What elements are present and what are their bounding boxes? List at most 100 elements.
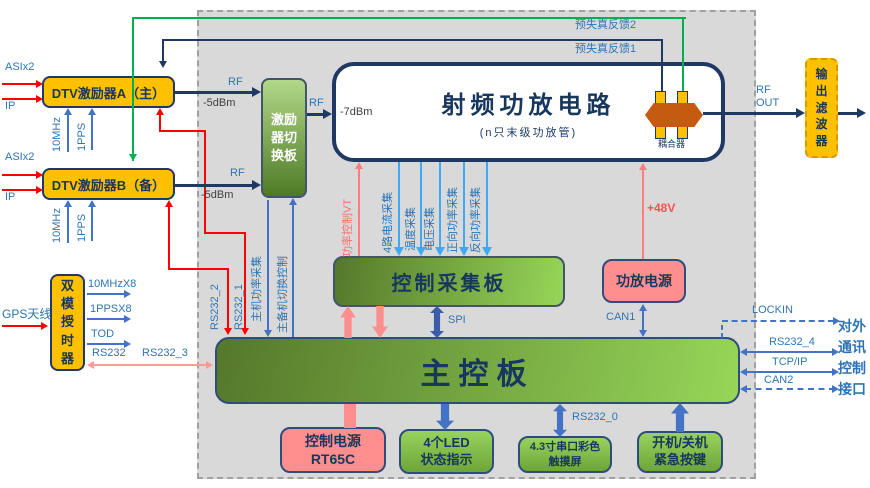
rs232-2-arrow-up <box>165 200 173 207</box>
power-btn-label-2: 紧急按键 <box>653 452 706 467</box>
feedback1-arrow <box>159 61 167 68</box>
feedback1-label: 预失真反馈1 <box>575 43 637 55</box>
amp-power-label: 功放电源 <box>616 273 672 289</box>
exciter-a-1pps-label: 1PPS <box>76 122 88 151</box>
coupler-tab-bl <box>655 126 666 139</box>
exciter-switch-board-label: 激励器切换板 <box>270 111 297 164</box>
exciter-a-asi-arrow <box>36 80 43 88</box>
acq-line-0 <box>398 162 400 248</box>
rs232-0-label: RS232_0 <box>572 411 618 423</box>
rs232-3-label: RS232_3 <box>142 347 188 359</box>
timing-rs232-label: RS232 <box>92 347 126 359</box>
rf-sw-out-label: RF <box>309 97 324 109</box>
ctrl-power-box: 控制电源 RT65C <box>280 427 386 473</box>
exciter-b-10mhz-line <box>67 206 69 243</box>
acq-arrow-0 <box>394 247 404 256</box>
rs232-1-arrow-up <box>156 108 164 115</box>
feedback2-label: 预失真反馈2 <box>575 19 637 31</box>
lockin-line <box>722 320 834 322</box>
exciter-b-asi-line <box>2 174 38 176</box>
coupler-tab-tl <box>655 91 666 104</box>
acq-arrow-2 <box>435 247 445 256</box>
spi-label: SPI <box>448 314 466 326</box>
acq-label-2: 电压采集 <box>424 207 436 251</box>
rf-a-label: RF <box>228 76 243 88</box>
amp-power-box: 功放电源 <box>602 259 686 303</box>
exciter-b-ip-line <box>2 189 38 191</box>
filter-out-line <box>838 112 860 115</box>
timing-out2-arrow <box>124 315 131 323</box>
main-control-board-label: 主控板 <box>420 357 535 391</box>
rs232-3-line <box>92 364 209 366</box>
touchscreen-label-1: 4.3寸串口彩色 <box>529 441 601 454</box>
rs232-1-line-h1 <box>159 130 206 132</box>
rs232-2-arrow-down <box>224 328 232 335</box>
gps-label: GPS天线 <box>2 307 52 321</box>
acq-line-2 <box>439 162 441 248</box>
timing-out1-arrow <box>124 290 131 298</box>
rf-a-arrow <box>252 87 261 97</box>
coupler-tab-br <box>677 126 688 139</box>
led-label-2: 状态指示 <box>420 451 473 467</box>
led-box: 4个LED 状态指示 <box>399 429 494 474</box>
rf-sw-out-arrow <box>323 109 332 119</box>
feedback2-line-coupler <box>682 17 684 91</box>
host-power-label: 主机功率采集 <box>251 256 263 322</box>
vt-label: 功率控制VT <box>342 198 354 257</box>
feedback1-line-h <box>162 39 663 41</box>
can2-line <box>745 388 835 390</box>
feedback2-line-v <box>132 17 134 161</box>
exciter-a-ip-arrow <box>36 95 43 103</box>
exciter-a-10mhz-label: 10MHz <box>51 117 63 152</box>
acq-arrow-1 <box>416 247 426 256</box>
rs232-1-line-v1 <box>159 114 161 132</box>
rs232-1-label: RS232_1 <box>233 284 245 330</box>
rs232-4-line <box>745 351 835 353</box>
exciter-switch-board: 激励器切换板 <box>261 78 307 198</box>
coupler-body <box>645 103 703 127</box>
timing-out3-line <box>87 343 126 345</box>
acq-label-0: 4路电流采集 <box>382 191 394 253</box>
rs232-3-arrow-left <box>87 361 94 369</box>
acq-label-3: 正向功率采集 <box>447 187 459 253</box>
timing-out1-label: 10MHzX8 <box>88 278 137 290</box>
can1-label: CAN1 <box>606 311 636 323</box>
acq-line-1 <box>420 162 422 248</box>
rs232-4-arrow-right <box>832 348 839 356</box>
tcpip-arrow-left <box>740 368 747 376</box>
acq-arrow-3 <box>459 247 469 256</box>
rf-amp-subtitle: (n只末级功放管) <box>479 126 578 139</box>
rs232-2-line-v1 <box>168 206 170 270</box>
rs232-2-line-v2 <box>227 268 229 332</box>
exciter-a-label: DTV激励器A（主） <box>51 85 166 101</box>
exciter-b-ip-arrow <box>36 186 43 194</box>
feedback2-line-h <box>132 17 686 19</box>
rs232-3-arrow-right <box>206 361 213 369</box>
exciter-b-ip-label: IP <box>5 191 16 203</box>
rf-sw-out-line <box>307 113 325 116</box>
v48-line <box>642 170 644 259</box>
rs232-1-arrow-down <box>241 328 249 335</box>
exciter-a-asi-line <box>2 83 38 85</box>
acq-line-4 <box>486 162 488 248</box>
rf-b-line <box>175 184 255 187</box>
acq-line-3 <box>463 162 465 248</box>
feedback1-line-v <box>162 39 164 63</box>
ctrl-power-label-1: 控制电源 <box>305 432 361 449</box>
timing-box: 双模授时器 <box>50 274 85 371</box>
exciter-a-1pps-arrow <box>88 108 96 115</box>
exciter-a-ip-label: IP <box>5 100 16 112</box>
lockin-arrow <box>833 317 840 325</box>
ctrl-power-label-2: RT65C <box>310 451 356 467</box>
rs232-4-arrow-left <box>740 348 747 356</box>
v48-arrow <box>639 163 647 170</box>
exciter-b-box: DTV激励器B（备） <box>42 168 175 200</box>
exciter-b-1pps-line <box>91 206 93 241</box>
can2-arrow-right <box>832 385 839 393</box>
timing-out2-line <box>87 318 126 320</box>
filter-out-arrow <box>857 108 866 118</box>
switch-ctrl-arrow <box>289 198 297 205</box>
rf-amp-input-level: -7dBm <box>340 106 373 118</box>
host-power-arrow <box>264 330 272 337</box>
can2-arrow-left <box>740 385 747 393</box>
